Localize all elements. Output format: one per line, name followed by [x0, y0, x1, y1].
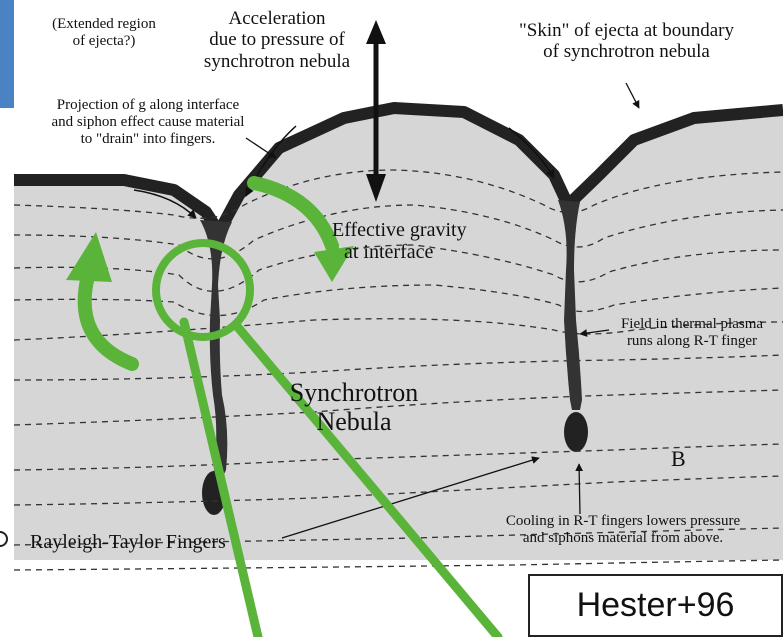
- label-skin: "Skin" of ejecta at boundary of synchrot…: [484, 20, 769, 63]
- label-cooling-line2: and siphons material from above.: [464, 530, 782, 547]
- label-synchrotron-line1: Synchrotron: [264, 378, 444, 407]
- rayleigh-taylor-diagram: (Extended region of ejecta?) Acceleratio…: [14, 0, 783, 637]
- label-acceleration-line3: synchrotron nebula: [182, 51, 372, 72]
- label-projection-line1: Projection of g along interface: [28, 97, 268, 114]
- label-synchrotron-line2: Nebula: [264, 407, 444, 436]
- label-projection: Projection of g along interface and siph…: [28, 97, 268, 147]
- label-projection-line2: and siphon effect cause material: [28, 114, 268, 131]
- label-skin-line1: "Skin" of ejecta at boundary: [484, 20, 769, 41]
- label-extended-region-line2: of ejecta?): [34, 33, 174, 50]
- label-field-thermal: Field in thermal plasma runs along R-T f…: [602, 316, 782, 350]
- citation-box: Hester+96: [528, 574, 783, 637]
- label-field-thermal-line1: Field in thermal plasma: [602, 316, 782, 333]
- label-effective-gravity-line1: Effective gravity: [332, 219, 467, 241]
- label-effective-gravity: Effective gravity at interface: [332, 219, 467, 264]
- label-acceleration: Acceleration due to pressure of synchrot…: [182, 8, 372, 72]
- citation-label: Hester+96: [530, 576, 781, 635]
- label-skin-line2: of synchrotron nebula: [484, 41, 769, 62]
- label-extended-region: (Extended region of ejecta?): [34, 16, 174, 50]
- label-cooling: Cooling in R-T fingers lowers pressure a…: [464, 513, 782, 547]
- slide-edge-fragment: [0, 524, 10, 554]
- label-acceleration-line2: due to pressure of: [182, 29, 372, 50]
- label-field-thermal-line2: runs along R-T finger: [602, 333, 782, 350]
- label-cooling-line1: Cooling in R-T fingers lowers pressure: [464, 513, 782, 530]
- label-extended-region-line1: (Extended region: [34, 16, 174, 33]
- label-projection-line3: to "drain" into fingers.: [28, 131, 268, 148]
- label-acceleration-line1: Acceleration: [182, 8, 372, 29]
- rt-finger-right-tip: [564, 412, 588, 452]
- label-b-field: B: [671, 447, 686, 472]
- label-synchrotron-nebula: Synchrotron Nebula: [264, 378, 444, 436]
- label-effective-gravity-line2: at interface: [332, 241, 467, 263]
- label-rayleigh-taylor: Rayleigh-Taylor Fingers: [30, 531, 226, 553]
